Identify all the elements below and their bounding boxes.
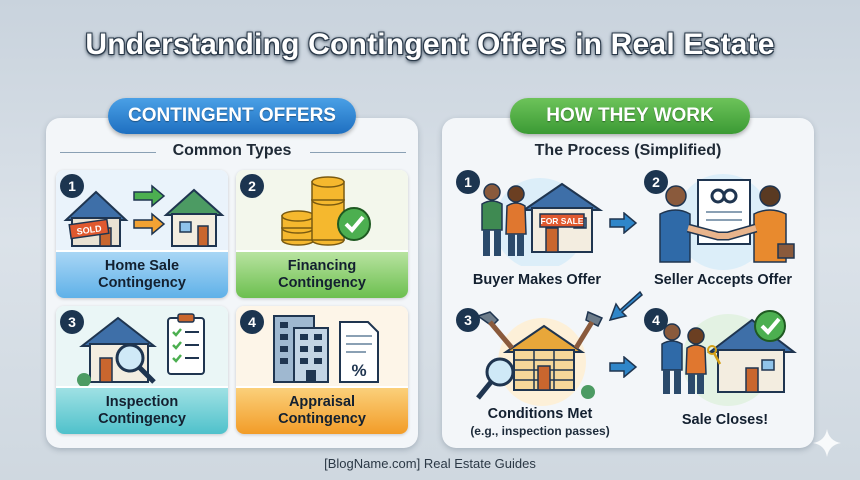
how-they-work-pill: HOW THEY WORK — [510, 98, 750, 134]
percent-symbol: % — [351, 361, 366, 380]
couple-keys-house-check-icon — [661, 310, 797, 406]
sold-sign-text: SOLD — [76, 223, 103, 236]
page-title: Understanding Contingent Offers in Real … — [85, 28, 775, 61]
handshake-contract-icon — [659, 174, 795, 270]
divider — [60, 152, 156, 153]
card-label: Appraisal Contingency — [236, 388, 408, 434]
step-label: Conditions Met (e.g., inspection passes) — [470, 406, 610, 438]
card-label: Financing Contingency — [236, 252, 408, 298]
house-magnifier-checklist-icon — [56, 306, 228, 386]
arrow-right-icon — [609, 212, 638, 234]
for-sale-sign-text: FOR SALE — [541, 216, 584, 226]
coins-check-icon — [236, 170, 408, 250]
step-label: Seller Accepts Offer — [653, 272, 793, 288]
step-label: Buyer Makes Offer — [472, 272, 602, 288]
step-number-badge: 4 — [240, 310, 264, 334]
footer-credit: [BlogName.com] Real Estate Guides — [324, 456, 536, 471]
process-heading: The Process (Simplified) — [534, 142, 722, 159]
inspection-contingency-card: Inspection Contingency — [56, 306, 228, 434]
step-number-badge: 3 — [60, 310, 84, 334]
buyers-house-for-sale-icon: FOR SALE — [481, 178, 604, 266]
financing-contingency-card: Financing Contingency — [236, 170, 408, 298]
step-label: Sale Closes! — [681, 412, 769, 428]
sparkle-icon — [813, 429, 841, 457]
step-number-badge: 2 — [644, 170, 668, 194]
arrow-right-icon — [609, 356, 638, 378]
card-label: Home Sale Contingency — [56, 252, 228, 298]
step-number-badge: 4 — [644, 308, 668, 332]
divider — [310, 152, 406, 153]
house-tools-magnifier-icon — [476, 310, 604, 406]
house-sold-arrow-icon: SOLD — [56, 170, 228, 250]
arrow-down-left-icon — [608, 290, 643, 322]
step-number-badge: 1 — [456, 170, 480, 194]
common-types-heading: Common Types — [172, 142, 292, 159]
step-number-badge: 2 — [240, 174, 264, 198]
home-sale-contingency-card: SOLD Home Sale Contingency — [56, 170, 228, 298]
building-document-icon: % — [236, 306, 408, 386]
contingent-offers-pill: CONTINGENT OFFERS — [108, 98, 356, 134]
step-number-badge: 1 — [60, 174, 84, 198]
step-number-badge: 3 — [456, 308, 480, 332]
card-label: Inspection Contingency — [56, 388, 228, 434]
appraisal-contingency-card: % Appraisal Contingency — [236, 306, 408, 434]
